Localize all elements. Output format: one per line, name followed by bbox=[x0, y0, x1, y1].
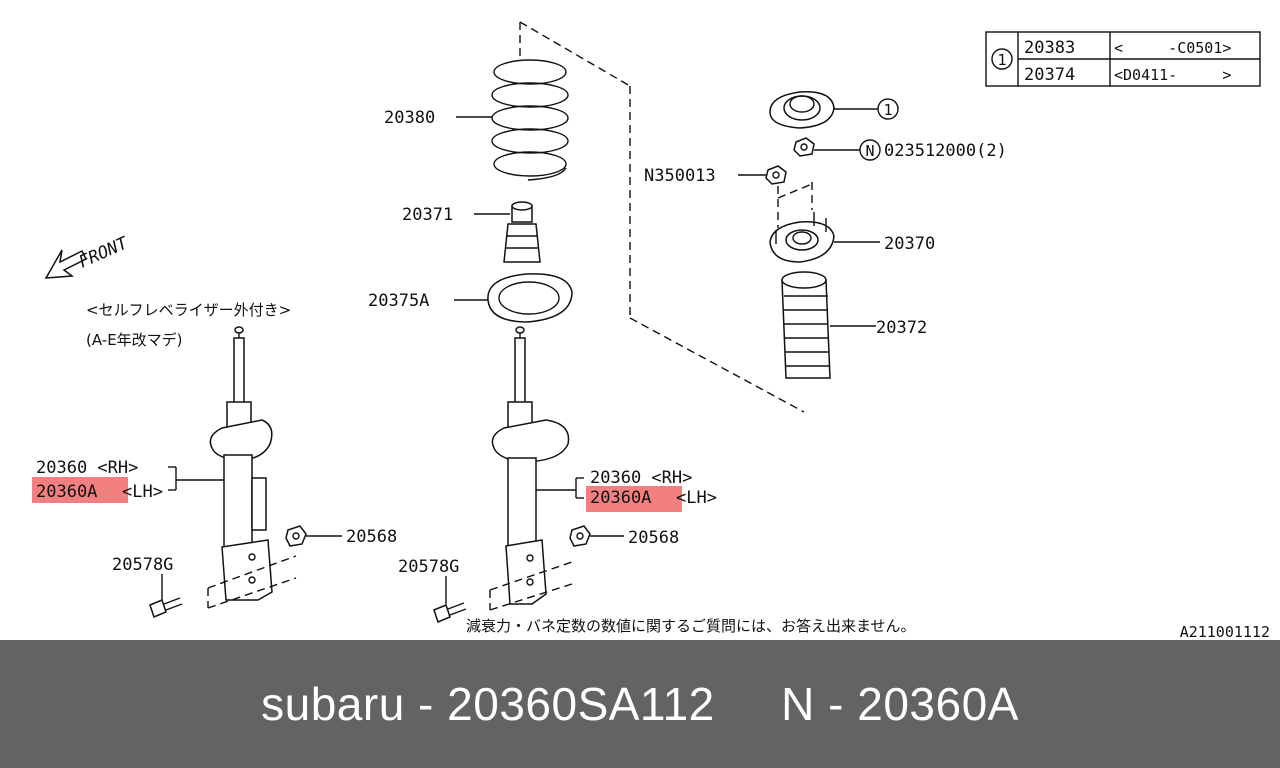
bump-stop-label: 20371 bbox=[402, 205, 453, 225]
table-ref-circle bbox=[991, 48, 1013, 70]
flange-nut bbox=[793, 137, 815, 157]
middle-strut-lh-highlight bbox=[586, 486, 682, 512]
middle-nut-label: 20568 bbox=[628, 528, 679, 548]
left-strut-lh-highlight bbox=[32, 477, 128, 503]
middle-strut-lh-side: <LH> bbox=[676, 488, 717, 508]
table-row-part: 20383 bbox=[1024, 38, 1075, 58]
spring-seat-label: 20375A bbox=[368, 291, 429, 311]
dust-boot bbox=[781, 271, 831, 379]
mount-ref-circle bbox=[877, 98, 899, 120]
mount-ref-number: 1 bbox=[883, 101, 892, 119]
middle-strut-lh-part: 20360A bbox=[590, 488, 651, 508]
disclaimer-text: 減衰力・バネ定数の数値に関するご質問には、お答え出来ません。 bbox=[466, 617, 916, 635]
left-strut-rh-label: 20360 <RH> bbox=[36, 458, 138, 478]
diagram-code: A211001112 bbox=[1180, 623, 1270, 640]
middle-bolt-label: 20578G bbox=[398, 557, 459, 577]
variant-note: <セルフレベライザー外付き> bbox=[86, 301, 291, 319]
middle-strut-rh-label: 20360 <RH> bbox=[590, 468, 692, 488]
small-nut-label: N350013 bbox=[644, 166, 716, 186]
footer-part-numbers: subaru - 20360SA112 N - 20360A bbox=[261, 678, 1019, 730]
left-strut-lh-part: 20360A bbox=[36, 482, 97, 502]
table-row-part: 20374 bbox=[1024, 65, 1075, 85]
left-strut-lh-side: <LH> bbox=[122, 482, 163, 502]
bump-stop bbox=[503, 201, 541, 263]
front-arrow: FRONT bbox=[44, 233, 132, 279]
nut-n-letter: N bbox=[865, 142, 874, 160]
nut-n-circle bbox=[859, 139, 881, 161]
small-nut bbox=[765, 165, 787, 185]
nut-part-label: 023512000(2) bbox=[884, 141, 1007, 161]
coil-spring bbox=[491, 59, 569, 181]
left-strut bbox=[149, 326, 307, 619]
spring-seat bbox=[487, 273, 573, 323]
variant-note-years: (A-E年改マデ) bbox=[86, 331, 183, 349]
table-row-range: <D0411- > bbox=[1114, 66, 1231, 84]
part-table: 1 20383 < -C0501> 20374 <D0411- > bbox=[985, 31, 1261, 87]
left-nut-label: 20568 bbox=[346, 527, 397, 547]
footer-bar: subaru - 20360SA112 N - 20360A bbox=[0, 640, 1280, 768]
left-bolt-label: 20578G bbox=[112, 555, 173, 575]
middle-strut bbox=[433, 21, 805, 624]
parts-diagram: 1 20383 < -C0501> 20374 <D0411- > FRONT … bbox=[32, 21, 1270, 640]
spring-label: 20380 bbox=[384, 108, 435, 128]
front-label: FRONT bbox=[76, 233, 132, 273]
upper-mount-cap bbox=[769, 91, 835, 129]
strut-mount-label: 20370 bbox=[884, 234, 935, 254]
dust-boot-label: 20372 bbox=[876, 318, 927, 338]
strut-mount bbox=[769, 212, 835, 263]
table-row-range: < -C0501> bbox=[1114, 39, 1231, 57]
table-ref-number: 1 bbox=[997, 51, 1006, 69]
